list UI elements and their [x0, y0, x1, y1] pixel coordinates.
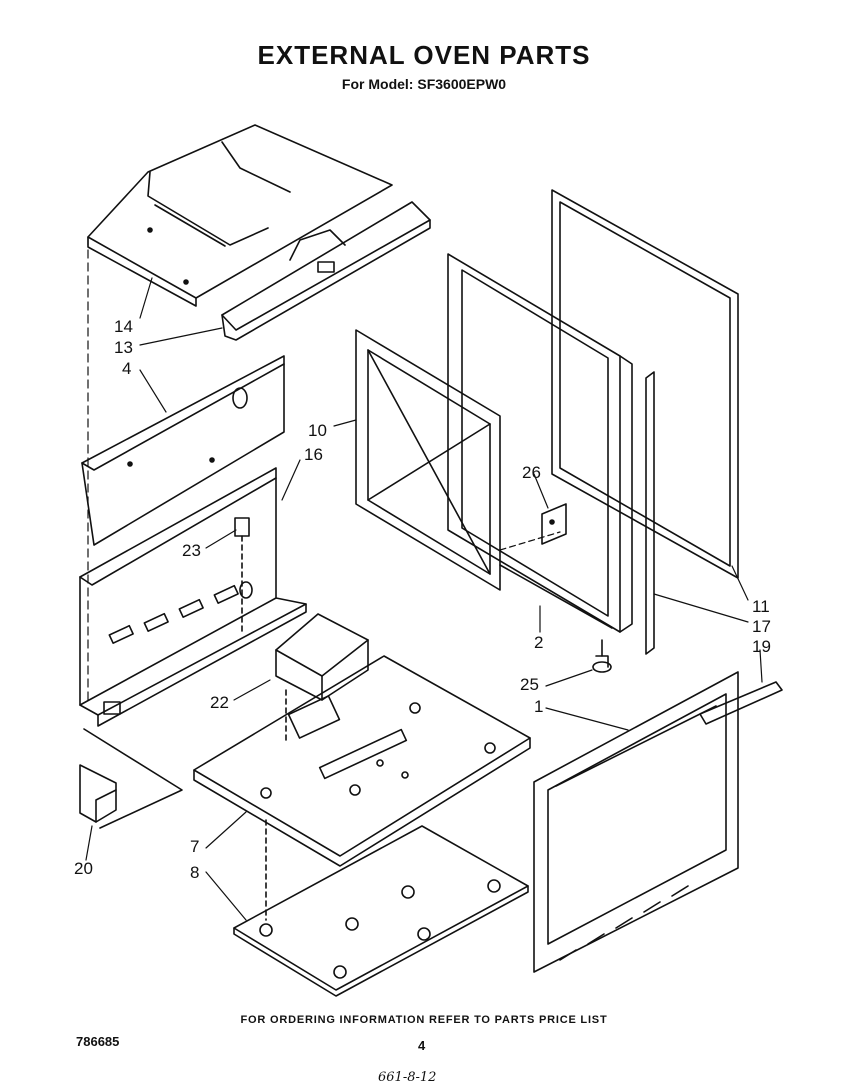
- callout-16: 16: [304, 445, 323, 464]
- page-title: EXTERNAL OVEN PARTS: [257, 40, 591, 70]
- callout-22: 22: [210, 693, 229, 712]
- part-23-bracket: [234, 517, 250, 636]
- leader-lines: [85, 236, 763, 921]
- callout-14: 14: [114, 317, 133, 336]
- part-20-side-bracket: [79, 728, 183, 829]
- callout-17: 17: [752, 617, 771, 636]
- part-1-oven-door: [533, 671, 739, 973]
- handwritten-note: 661-8-12: [378, 1070, 437, 1085]
- callout-26: 26: [522, 463, 541, 482]
- part-22-cover: [275, 613, 369, 741]
- document-number: 786685: [76, 1034, 120, 1049]
- callout-2: 2: [534, 633, 543, 652]
- part-4-back-panel: [81, 355, 285, 546]
- callout-4: 4: [122, 359, 131, 378]
- callout-1: 1: [534, 697, 543, 716]
- model-subtitle: For Model: SF3600EPW0: [341, 76, 507, 92]
- callout-25: 25: [520, 675, 539, 694]
- part-26-hinge-bracket: [541, 503, 567, 545]
- callout-13: 13: [114, 338, 133, 357]
- part-11-outer-door: [551, 189, 739, 579]
- part-10-liner-frame: [355, 329, 501, 591]
- callout-8: 8: [190, 863, 199, 882]
- part-16-lower-back-panel: [79, 467, 307, 727]
- part-8-base-plate: [233, 819, 529, 997]
- callout-20: 20: [74, 859, 93, 878]
- callout-19: 19: [752, 637, 771, 656]
- part-7-bottom-tray: [193, 655, 531, 867]
- page-number: 4: [418, 1038, 426, 1053]
- callout-labels: 14 13 4 16 23 10 26 2 22 25 1 11 17 19 2…: [74, 317, 771, 882]
- callout-23: 23: [182, 541, 201, 560]
- part-13-top-rail: [221, 201, 431, 341]
- callout-11: 11: [752, 597, 770, 616]
- part-25-leveling-foot: [592, 639, 612, 673]
- part-14-top-shroud: [87, 124, 393, 307]
- part-19-vent-trim: [699, 681, 783, 725]
- callout-7: 7: [190, 837, 199, 856]
- ordering-note: FOR ORDERING INFORMATION REFER TO PARTS …: [240, 1014, 608, 1026]
- part-17-gasket-strip: [645, 371, 655, 655]
- callout-10: 10: [308, 421, 327, 440]
